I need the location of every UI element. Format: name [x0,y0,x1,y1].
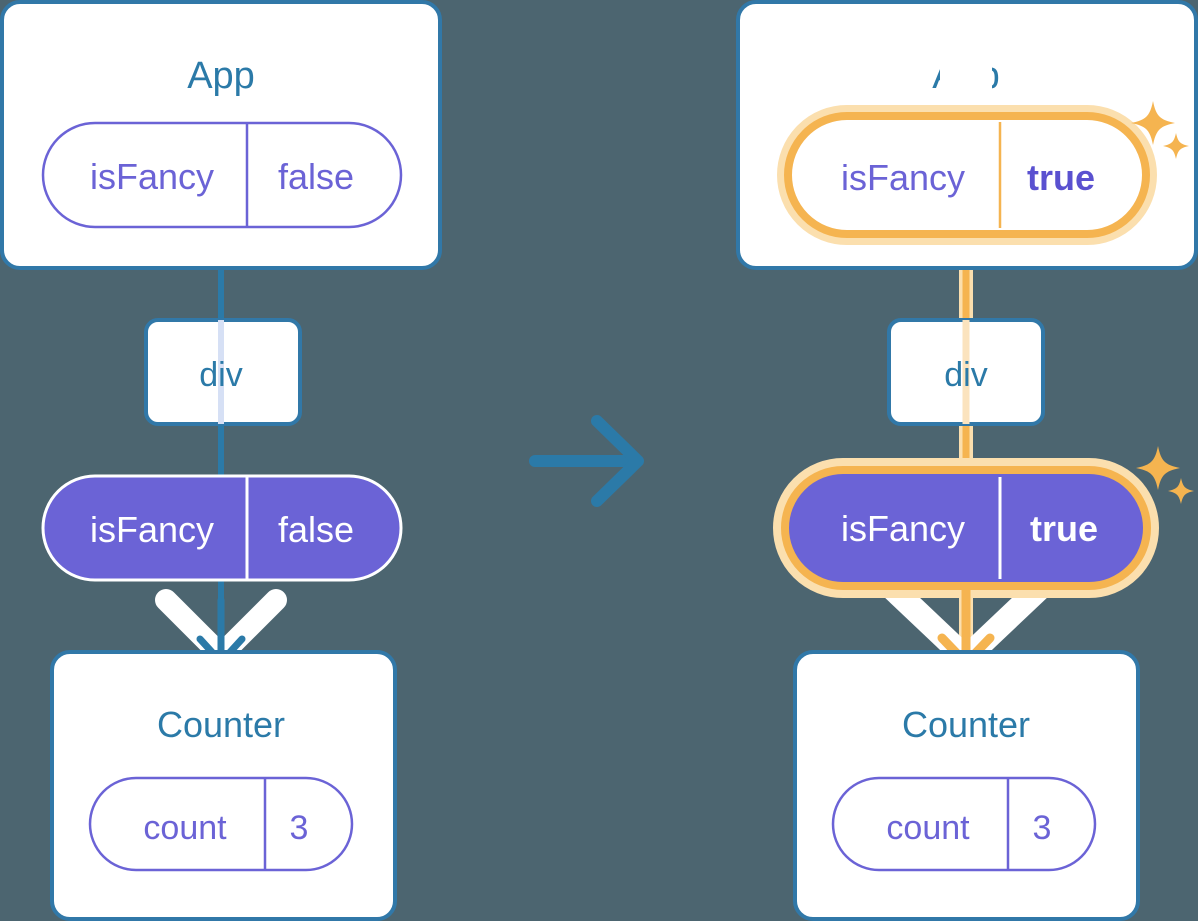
counter-state-pill: count 3 [88,776,354,872]
sparkle-icon-app [1131,101,1189,159]
counter-state-pill: count 3 [831,776,1097,872]
app-title: App [187,55,255,97]
app-state-pill-name: isFancy [841,157,965,198]
div-node-label: div [199,356,242,394]
counter-state-pill-name: count [143,809,227,847]
app-state-pill: isFancy false [41,121,403,229]
prop-pill: isFancy true [773,458,1159,598]
counter-title: Counter [902,704,1030,745]
prop-pill-value: true [1030,508,1098,549]
counter-state-pill-shape [831,776,1097,872]
div-node: div [887,318,1045,426]
app-state-pill-value: true [1027,157,1095,198]
counter-state-pill-shape [88,776,354,872]
panel-before: App isFancy false div isFancy [0,0,442,921]
app-state-pill: isFancy true [777,105,1157,245]
counter-title: Counter [157,704,285,745]
app-state-pill-shape [41,121,403,229]
counter-state-pill-value: 3 [290,809,309,847]
prop-pill-name: isFancy [90,509,214,550]
app-state-pill-value: false [278,156,354,197]
prop-pill-value: false [278,509,354,550]
counter-state-pill-value: 3 [1033,809,1052,847]
prop-pill: isFancy false [41,474,403,582]
div-node-label: div [944,356,987,394]
sparkle-icon-prop [1136,446,1194,504]
app-state-pill-shape [784,112,1150,238]
panel-after: App isFancy true di [736,0,1198,921]
div-node: div [144,318,302,426]
prop-pill-shape [41,474,403,582]
connector-mask-app [940,6,992,118]
prop-pill-name: isFancy [841,508,965,549]
transition-arrow-icon [529,415,644,507]
flow-wings [155,589,287,666]
app-state-pill-name: isFancy [90,156,214,197]
counter-state-pill-name: count [886,809,970,847]
